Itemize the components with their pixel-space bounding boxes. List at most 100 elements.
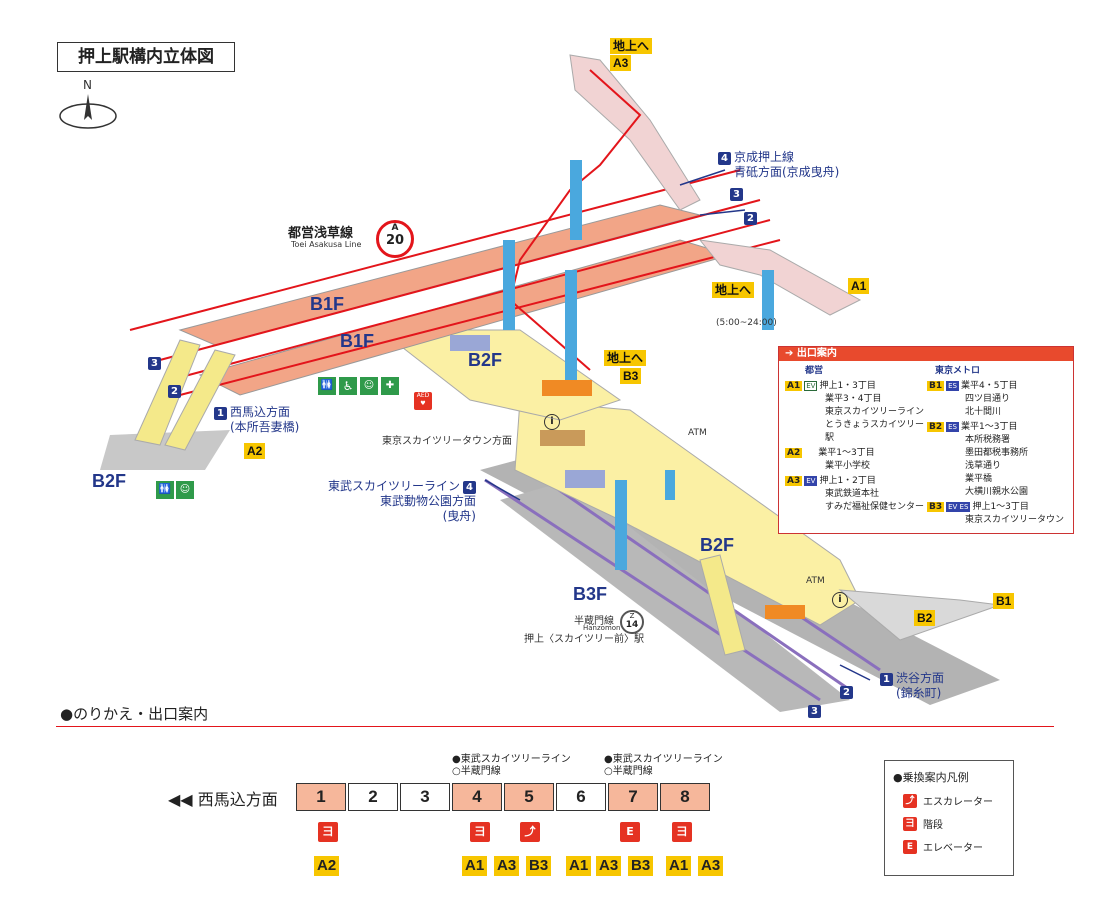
- car-exit-a1-4: A1: [462, 856, 488, 876]
- direction-tobu-line2: 東武動物公園方面: [379, 494, 476, 508]
- asakusa-code-num: 20: [385, 233, 405, 248]
- transfer-note-1a: ●東武スカイツリーライン: [452, 754, 571, 765]
- car-2: 2: [348, 783, 398, 811]
- ticket-gate-west: [450, 335, 490, 351]
- exit-guide-header-text: 出口案内: [796, 348, 837, 359]
- exit-b3-label: 地上へ: [604, 350, 647, 366]
- direction-nishimagome-num: 1: [214, 407, 227, 420]
- exit-guide-tag-a2: A2: [785, 448, 803, 458]
- hanzomon-line-badge: Z 14: [620, 610, 644, 634]
- aed-label: AED: [416, 392, 430, 399]
- west-stairs-1: [134, 339, 201, 446]
- elevator-shaft-1: [503, 240, 515, 330]
- car-row: 1 2 3 4 5 6 7 8: [296, 783, 712, 811]
- facility-icons-b2f: 🚻 ♿ ☺ ✚: [318, 377, 399, 395]
- baby-icon-west: ☺: [176, 481, 194, 499]
- exit-guide-a1-l0: 押上1・3丁目: [819, 381, 876, 391]
- transfer-note-2: ●東武スカイツリーライン ○半蔵門線: [604, 754, 723, 778]
- exit-guide-a3-l0: 押上1・2丁目: [819, 476, 876, 486]
- exit-guide-ev-a3: EV: [804, 476, 818, 486]
- direction-shibuya-num: 1: [880, 673, 893, 686]
- a3-passage: [569, 54, 701, 211]
- hanzomon-line-en: Hanzomon Line: [583, 624, 638, 632]
- car-exit-a3-8: A3: [698, 856, 724, 876]
- stairs-icon-car-1: ⺕: [318, 822, 338, 842]
- legend-stairs-icon: ⺕: [903, 816, 917, 831]
- exit-guide-a1-l1: 業平3・4丁目: [825, 394, 882, 404]
- exit-guide-b2-l0: 業平1～3丁目: [961, 422, 1018, 432]
- ostomate-icon: ✚: [381, 377, 399, 395]
- exit-guide-ev-a1: EV: [804, 381, 818, 391]
- transfer-note-2a: ●東武スカイツリーライン: [604, 754, 723, 765]
- legend-escalator-icon: ⤴: [903, 793, 917, 808]
- direction-nishimagome-line2: (本所吾妻橋): [230, 420, 300, 434]
- compass-n-label: N: [83, 78, 92, 92]
- exit-guide-b3-l1: 東京スカイツリータウン: [965, 515, 1065, 525]
- car-exit-a3-7: A3: [596, 856, 622, 876]
- floor-label-b2f-east: B2F: [700, 535, 735, 555]
- arrow-top-2: [699, 209, 746, 216]
- ticket-gate-b1: [765, 605, 805, 619]
- exit-guide-a2-l1: 業平小学校: [825, 461, 871, 471]
- legend-elevator: エレベーター: [923, 843, 983, 854]
- direction-tobu-line3: (曳舟): [442, 509, 476, 523]
- exit-guide-header: ➔ 出口案内: [779, 347, 1073, 361]
- exit-guide-b1-l0: 業平4・5丁目: [961, 381, 1018, 391]
- arrow-num-2-bottom: 2: [840, 686, 853, 699]
- hanzomon-line-name: 半蔵門線: [574, 616, 614, 627]
- toilet-icon-west: 🚻: [156, 481, 174, 499]
- car-4: 4: [452, 783, 502, 811]
- car-exit-a2: A2: [314, 856, 340, 876]
- transfer-note-2b: ○半蔵門線: [604, 766, 653, 777]
- arrow-shibuya: [839, 664, 871, 681]
- exit-guide-b1-l1: 四ツ目通り: [965, 394, 1011, 404]
- ticket-gate-b3: [542, 380, 592, 396]
- exit-guide-a3-l2: すみだ福祉保健センター: [825, 502, 925, 512]
- exit-b3: B3: [620, 368, 642, 384]
- info-icon-2: i: [832, 592, 848, 608]
- hanzomon-track-1: [484, 478, 821, 702]
- exit-b1: B1: [993, 593, 1015, 609]
- exit-guide-tag-a3: A3: [785, 476, 803, 486]
- exit-guide-tag-a1: A1: [785, 381, 803, 391]
- car-3: 3: [400, 783, 450, 811]
- exit-guide-tag-b2: B2: [927, 422, 945, 432]
- arrow-num-2-left: 2: [168, 385, 181, 398]
- exit-guide-b2-l1: 本所税務署: [965, 435, 1011, 445]
- atm-label-2: ATM: [806, 576, 825, 586]
- exit-guide-evs-b3: EV ES: [946, 502, 971, 512]
- arrow-keisei: [679, 169, 726, 186]
- legend-stairs: 階段: [923, 820, 943, 831]
- escalator-icon-car-5: ⤴: [520, 822, 540, 842]
- elevator-shaft-2: [565, 270, 577, 380]
- exit-guide-b2-l3: 浅草通り: [965, 461, 1002, 471]
- legend-escalator: エスカレーター: [923, 797, 993, 808]
- car-6: 6: [556, 783, 606, 811]
- transfer-divider: [56, 726, 1054, 727]
- exit-guide-a1-l3: とうきょうスカイツリー駅: [825, 420, 925, 443]
- direction-skytree-town: 東京スカイツリータウン方面: [382, 436, 512, 447]
- station-3d-diagram: [100, 54, 1001, 712]
- elevator-shaft-a3: [570, 160, 582, 240]
- transfer-note-1: ●東武スカイツリーライン ○半蔵門線: [452, 754, 571, 778]
- car-exit-a3-4: A3: [494, 856, 520, 876]
- legend-title: ●乗換案内凡例: [893, 771, 969, 784]
- floor-label-b2f-west: B2F: [92, 471, 127, 491]
- exit-b2: B2: [914, 610, 936, 626]
- exit-guide-a3-l1: 東武鉄道本社: [825, 489, 880, 499]
- car-7: 7: [608, 783, 658, 811]
- direction-tobu-num: 4: [463, 481, 476, 494]
- exit-guide-b1-l2: 北十間川: [965, 407, 1002, 417]
- arrow-num-3-left: 3: [148, 357, 161, 370]
- exit-guide-b2-l4: 業平橋: [965, 474, 993, 484]
- aed-icon: AED♥: [414, 392, 432, 410]
- transfer-legend: ●乗換案内凡例 ⤴ エスカレーター ⺕ 階段 E エレベーター: [884, 760, 1014, 876]
- exit-guide-metro: 東京メトロ: [935, 366, 981, 376]
- hanzomon-code-num: 14: [625, 620, 639, 630]
- exit-guide-es-b2: ES: [946, 422, 959, 432]
